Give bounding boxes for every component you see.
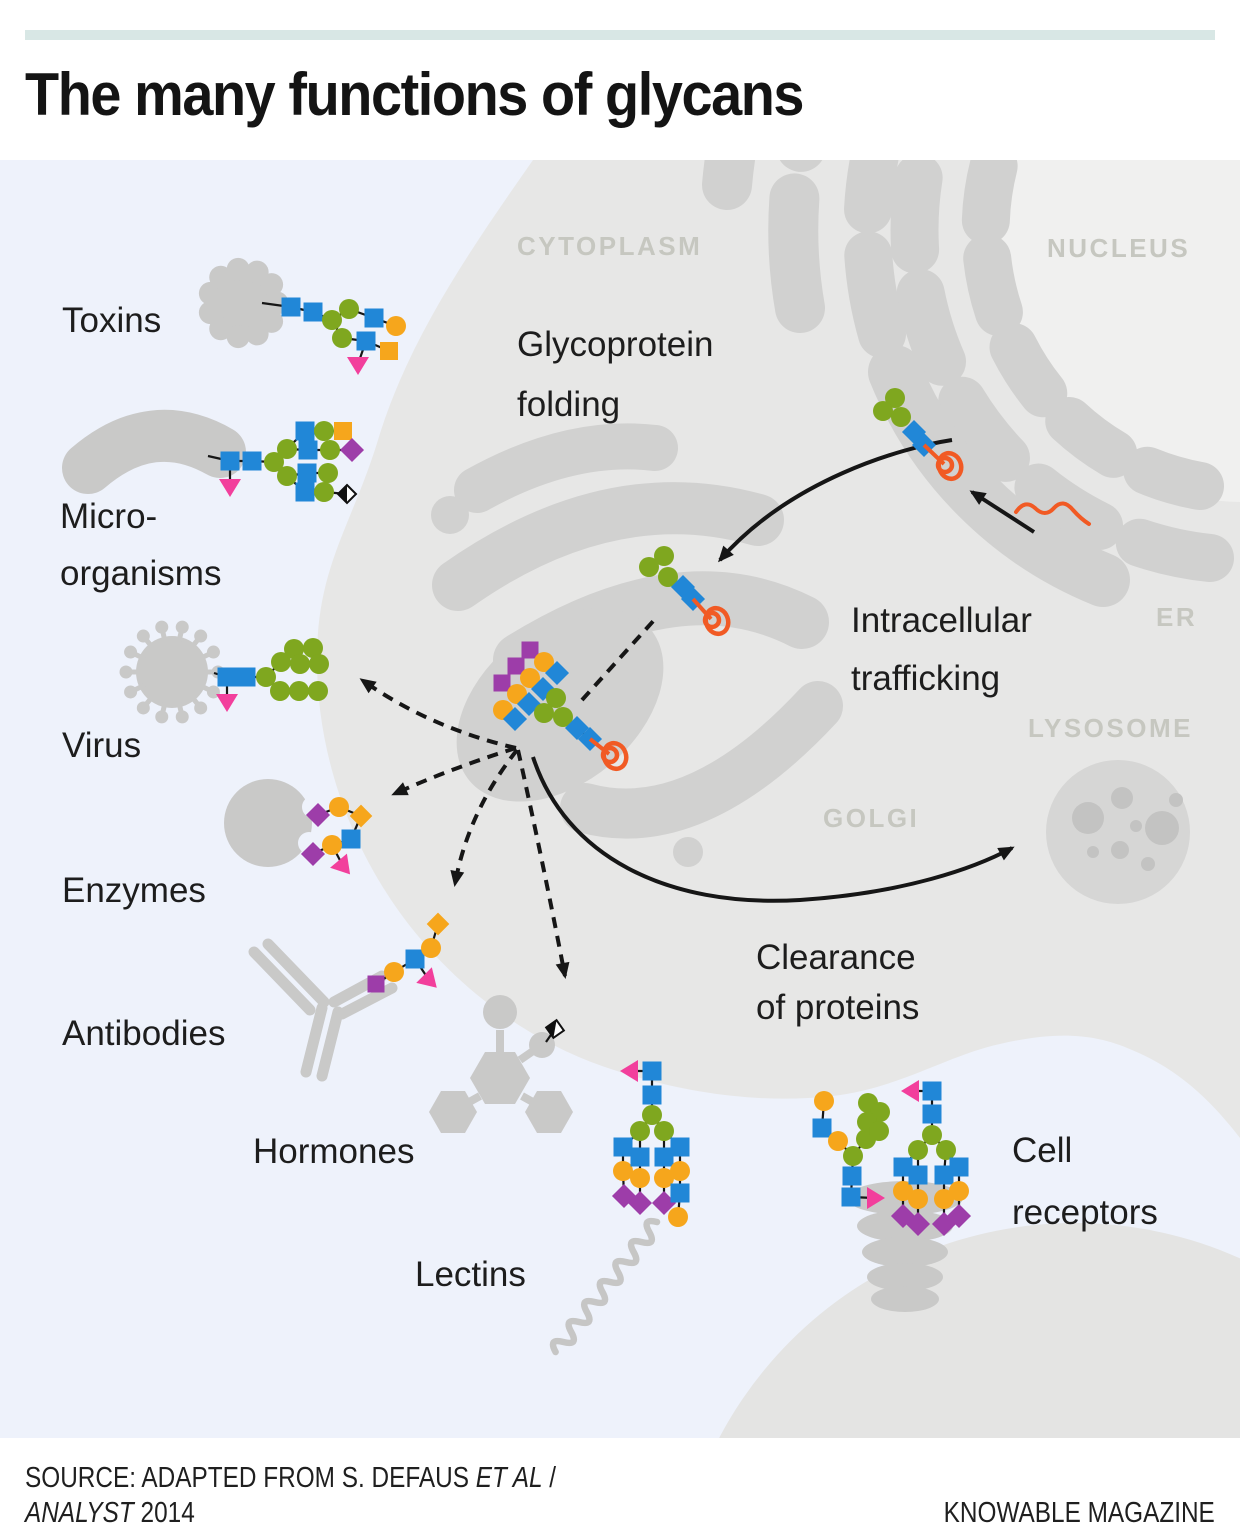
label-hormones: Hormones (253, 1132, 415, 1171)
source-line-1: SOURCE: ADAPTED FROM S. DEFAUS ET AL / (25, 1462, 557, 1494)
accent-bar (25, 30, 1215, 40)
label-cell-receptors: Cell receptors (1012, 1131, 1158, 1232)
arrow-to-virus (359, 678, 517, 750)
arrow-to-lectins (516, 749, 570, 979)
label-nucleus: NUCLEUS (1047, 233, 1191, 263)
golgi-vesicle (673, 837, 703, 867)
neighbor-cell-body (719, 1223, 1240, 1438)
nascent-protein (1014, 501, 1091, 526)
label-microorganisms: Micro- organisms (60, 497, 222, 593)
label-cytoplasm: CYTOPLASM (517, 231, 703, 261)
publisher-credit: KNOWABLE MAGAZINE (943, 1497, 1215, 1529)
glycan-receptorLeft (812, 1091, 890, 1209)
golgi-cisterna (432, 482, 784, 611)
label-er: ER (1156, 602, 1198, 632)
label-intracellular-trafficking: Intracellular trafficking (851, 601, 1032, 698)
label-enzymes: Enzymes (62, 871, 206, 910)
lysosome-body (1046, 760, 1190, 904)
cell-body (316, 160, 1240, 1138)
glycan-toxins (261, 297, 406, 375)
toxin-blob (198, 257, 289, 349)
label-clearance: Clearance of proteins (756, 938, 920, 1027)
glycan-antibody (367, 912, 450, 993)
label-glycoprotein-folding: Glycoprotein folding (517, 325, 714, 424)
protein-spiral (588, 737, 629, 772)
nucleus-body (973, 160, 1240, 502)
golgi-apparatus (431, 423, 843, 867)
glycan-lectin (611, 1060, 690, 1227)
label-virus: Virus (62, 726, 142, 765)
protein-spiral (922, 443, 964, 482)
arrow-to-antibodies (450, 748, 519, 887)
golgi-cisterna (454, 423, 678, 513)
protein-spiral (691, 597, 731, 637)
source-line-2: ANALYST 2014 (25, 1497, 195, 1529)
antibody-shape (248, 938, 398, 1082)
page-title: The many functions of glycans (25, 61, 804, 128)
glycan-hormoneMark (544, 1018, 566, 1043)
bacterium-shape (62, 409, 246, 494)
glycan-receptorRight (890, 1080, 972, 1237)
label-lectins: Lectins (415, 1255, 526, 1294)
arrow-golgi-to-lysosome (531, 756, 1015, 903)
glycan-layer (207, 297, 1091, 1237)
lectin-spring (549, 1217, 661, 1356)
arrow-er-translation (969, 490, 1036, 534)
label-toxins: Toxins (62, 301, 162, 340)
golgi-vesicle (431, 496, 469, 534)
virus-particle (119, 620, 225, 724)
arrow-to-enzymes (391, 746, 517, 796)
label-antibodies: Antibodies (62, 1014, 226, 1053)
golgi-cisterna (560, 681, 843, 839)
label-golgi: GOLGI (823, 803, 920, 833)
glycan-virus (213, 638, 329, 712)
glycan-enzymes (300, 797, 373, 875)
glycan-micro (207, 421, 365, 505)
label-lysosome: LYSOSOME (1028, 713, 1193, 743)
